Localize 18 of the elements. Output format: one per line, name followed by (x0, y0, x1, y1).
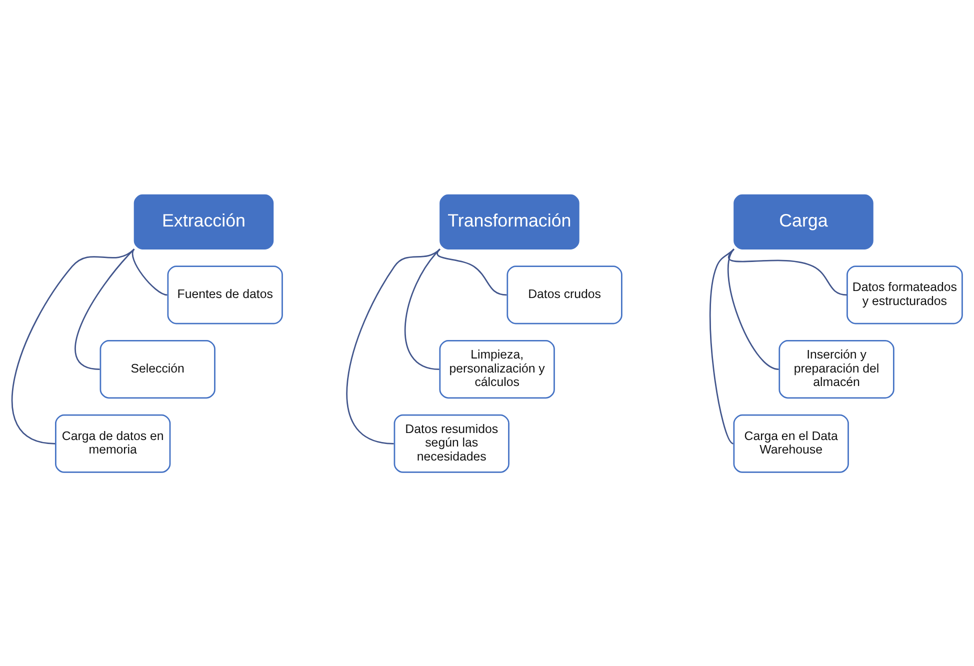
node-box: Fuentes de datos (167, 265, 283, 324)
connector (709, 248, 734, 444)
node-box: Carga de datos en memoria (55, 414, 171, 472)
node-box: Extracción (134, 194, 274, 249)
node-box: Limpieza, personalización y cálculos (439, 340, 555, 398)
connector (12, 248, 135, 444)
connector (346, 248, 440, 444)
node-box: Carga (734, 194, 874, 249)
node-box: Inserción y preparación del almacén (778, 340, 894, 398)
node-box: Datos formateados y estructurados (846, 265, 963, 324)
node-box: Transformación (440, 194, 580, 249)
node-box: Carga en el Data Warehouse (733, 414, 849, 472)
node-box: Datos resumidos según las necesidades (394, 414, 510, 472)
node-box: Datos crudos (506, 265, 622, 324)
node-box: Selección (100, 340, 216, 398)
connector (728, 248, 779, 370)
connector (404, 248, 440, 370)
connector (132, 248, 168, 296)
